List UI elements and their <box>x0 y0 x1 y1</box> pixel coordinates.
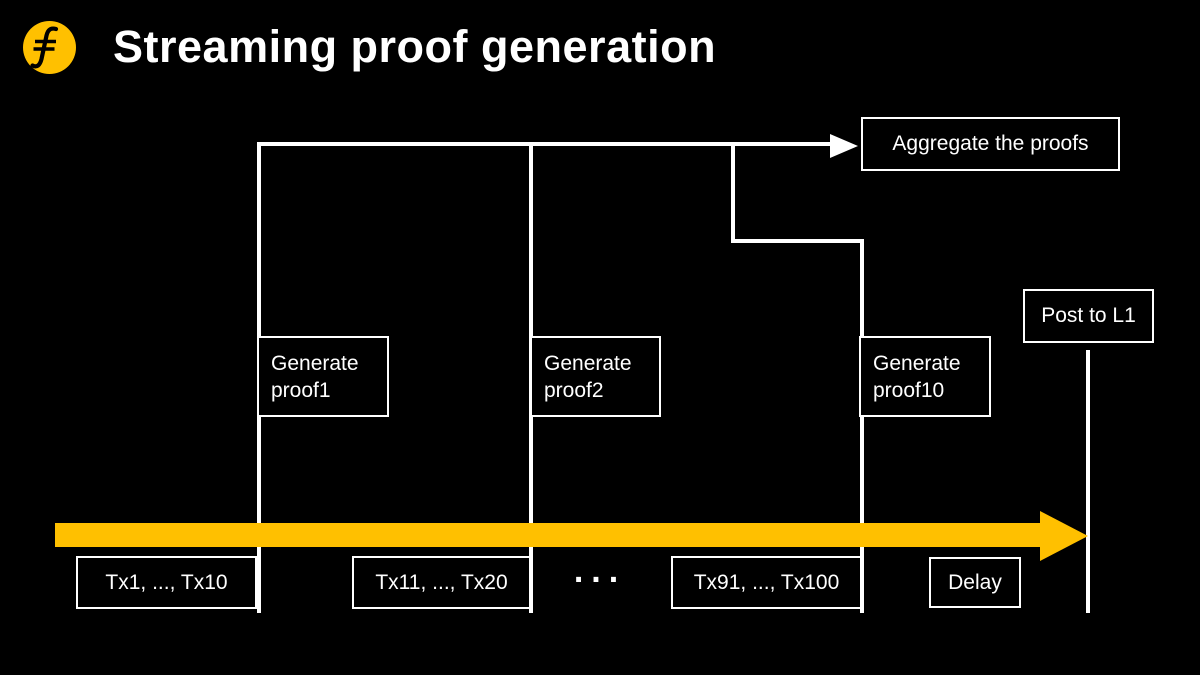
generate-proof1-line2: proof1 <box>271 378 331 402</box>
generate-proof10-line1: Generate <box>873 351 961 375</box>
timeline-arrowhead-icon <box>1040 511 1088 561</box>
aggregate-proofs-box: Aggregate the proofs <box>861 117 1120 171</box>
tx11-20-label: Tx11, ..., Tx20 <box>375 570 508 594</box>
delay-box: Delay <box>929 557 1021 608</box>
proof10-vertical-line <box>860 239 864 613</box>
post-l1-vertical-line <box>1086 350 1090 613</box>
post-to-l1-label: Post to L1 <box>1041 304 1136 327</box>
generate-proof1-line1: Generate <box>271 351 359 375</box>
generate-proof10-box: Generate proof10 <box>859 336 991 417</box>
page-title: Streaming proof generation <box>113 21 717 72</box>
tx1-10-box: Tx1, ..., Tx10 <box>76 556 257 609</box>
timeline-ellipsis: ... <box>573 551 627 590</box>
tx1-10-label: Tx1, ..., Tx10 <box>105 570 228 594</box>
connector-horizontal-line <box>731 239 864 243</box>
filecoin-f-glyph <box>30 26 59 69</box>
top-horizontal-line <box>258 142 833 146</box>
timeline-arrow-shaft <box>55 523 1042 547</box>
generate-proof2-box: Generate proof2 <box>530 336 661 417</box>
tx91-100-box: Tx91, ..., Tx100 <box>671 556 862 609</box>
generate-proof2-line1: Generate <box>544 351 632 375</box>
delay-label: Delay <box>948 570 1002 594</box>
filecoin-f-icon <box>23 21 76 74</box>
tx91-100-label: Tx91, ..., Tx100 <box>693 570 840 594</box>
post-to-l1-box: Post to L1 <box>1023 289 1154 343</box>
generate-proof10-line2: proof10 <box>873 378 945 402</box>
generate-proof1-box: Generate proof1 <box>257 336 389 417</box>
generate-proof2-line2: proof2 <box>544 378 604 402</box>
connector-drop-line <box>731 142 735 243</box>
tx11-20-box: Tx11, ..., Tx20 <box>352 556 531 609</box>
aggregate-arrowhead-icon <box>830 134 858 158</box>
aggregate-proofs-label: Aggregate the proofs <box>892 132 1089 155</box>
